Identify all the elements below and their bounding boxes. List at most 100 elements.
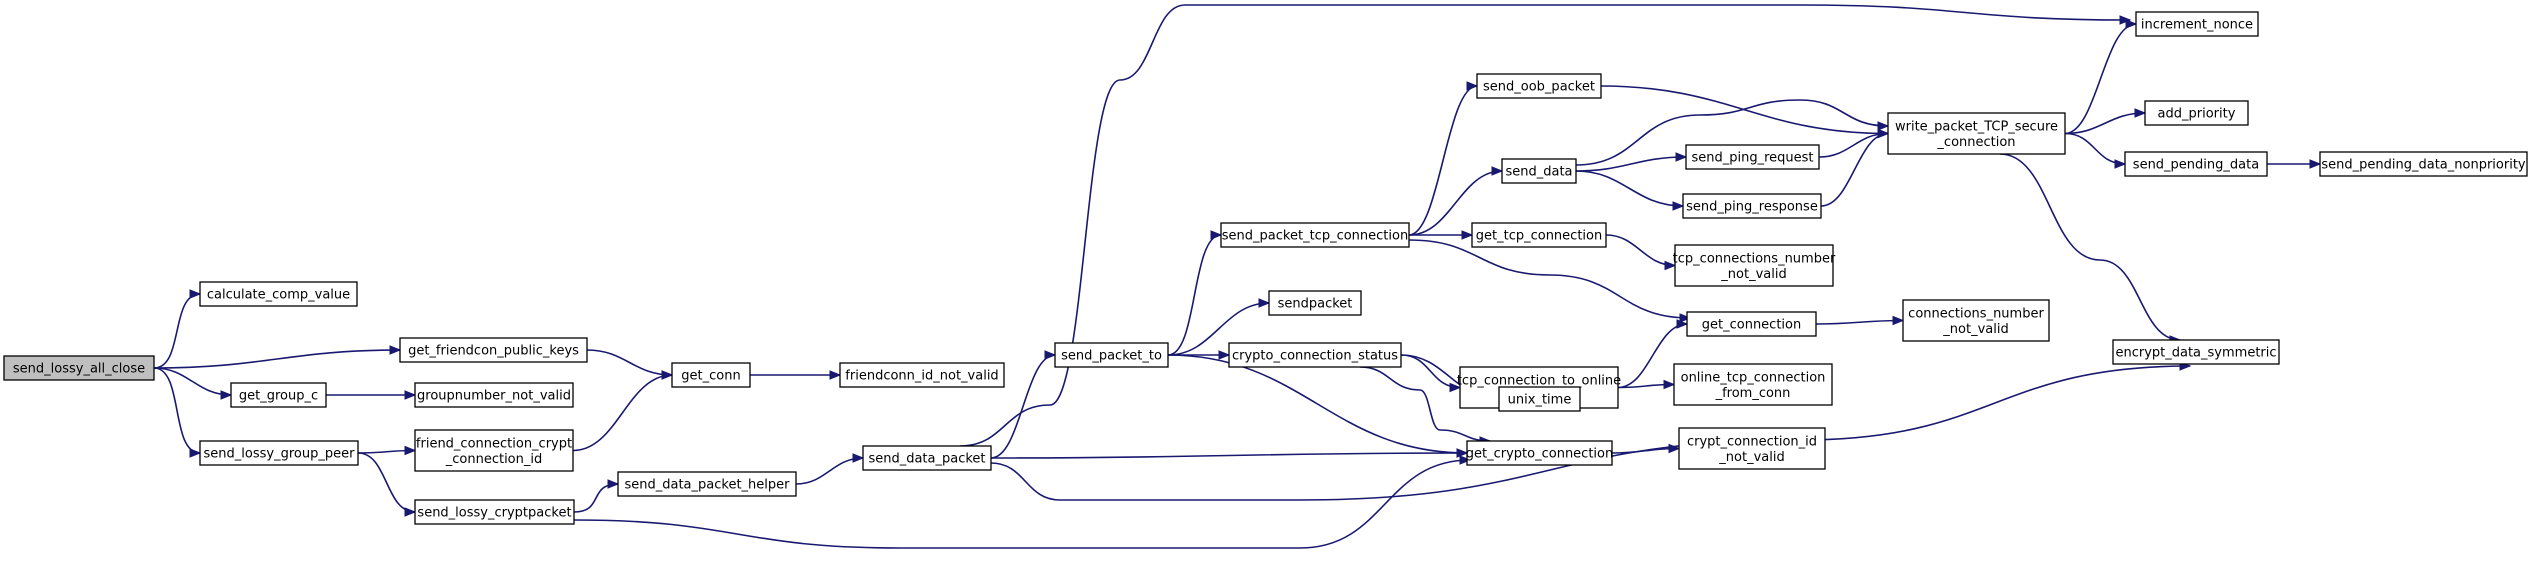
edge-send_lossy_cryptpacket-to-send_data_packet_helper [573,479,620,513]
node-tcp-connections-number-not-valid[interactable]: tcp_connections_number_not_valid [1673,244,1836,287]
edge-send_ping_response-to-write_packet_TCP_secure_connection [1820,128,1890,207]
node-label: send_pending_data [2133,158,2259,173]
node-crypt-connection-id-not-valid[interactable]: crypt_connection_id_not_valid [1678,427,1826,470]
node-label: calculate_comp_value [207,288,350,303]
node-label: send_ping_response [1686,200,1818,215]
node-label: _not_valid [1718,450,1784,465]
node-send-data-packet-helper[interactable]: send_data_packet_helper [617,471,797,497]
edge-get_group_c-to-groupnumber_not_valid [325,390,417,400]
edge-write_packet_TCP_secure_connection-to-send_pending_data [2064,132,2127,169]
edge-get_crypto_connection-to-crypt_connection_id_not_valid [1611,443,1681,454]
node-encrypt-data-symmetric[interactable]: encrypt_data_symmetric [2112,339,2280,365]
node-label: write_packet_TCP_secure [1895,119,2058,134]
node-send-ping-request[interactable]: send_ping_request [1685,144,1820,170]
node-send-ping-response[interactable]: send_ping_response [1682,193,1822,219]
node-send-data-packet[interactable]: send_data_packet [862,445,992,471]
node-send-data[interactable]: send_data [1501,158,1577,184]
edge-write_packet_TCP_secure_connection-to-increment_nonce [2064,19,2138,135]
node-label: sendpacket [1278,297,1353,312]
edge-send_lossy_all_close-to-send_lossy_group_peer [153,367,202,458]
node-label: get_friendcon_public_keys [408,344,579,359]
node-send-lossy-all-close[interactable]: send_lossy_all_close [3,355,155,381]
edge-send_packet_tcp_connection-to-get_connection [1408,239,1692,323]
node-get-crypto-connection[interactable]: get_crypto_connection [1466,440,1613,466]
node-label: encrypt_data_symmetric [2115,346,2276,361]
node-label: get_tcp_connection [1476,229,1602,244]
node-label: friendconn_id_not_valid [845,369,998,384]
edge-crypto_connection_status-to-tcp_connection_to_online_tcp_relays [1400,354,1462,393]
node-label: connections_number [1908,306,2044,321]
node-label: send_packet_to [1061,349,1162,364]
edge-send_lossy_group_peer-to-friend_connection_crypt_connection_id [357,445,417,456]
edge-get_tcp_connection-to-tcp_connections_number_not_valid [1605,234,1677,271]
node-label: send_oob_packet [1483,80,1595,95]
node-label: send_lossy_group_peer [204,447,356,462]
node-send-packet-tcp-connection[interactable]: send_packet_tcp_connection [1220,222,1410,248]
node-groupnumber-not-valid[interactable]: groupnumber_not_valid [414,382,574,408]
node-send-lossy-group-peer[interactable]: send_lossy_group_peer [199,440,359,466]
node-label: increment_nonce [2141,18,2253,33]
edges-layer [153,4,2322,549]
edge-get_conn-to-friendconn_id_not_valid [750,370,842,380]
node-get-friendcon-public-keys[interactable]: get_friendcon_public_keys [399,337,588,363]
node-unix-time[interactable]: unix_time [1498,386,1581,412]
node-label: crypt_connection_id [1687,434,1817,449]
node-send-packet-to[interactable]: send_packet_to [1054,342,1169,368]
edge-tcp_connection_to_online_tcp_relays-to-online_tcp_connection_from_conn [1617,379,1676,390]
edge-send_data_packet_helper-to-send_data_packet [795,453,865,485]
node-label: get_crypto_connection [1466,447,1613,462]
node-label: friend_connection_crypt [416,436,572,451]
node-send-lossy-cryptpacket[interactable]: send_lossy_cryptpacket [414,499,575,525]
node-label: get_group_c [239,389,318,404]
node-label: add_priority [2158,107,2236,122]
node-send-pending-data-nonpriority[interactable]: send_pending_data_nonpriority [2319,151,2528,177]
node-friendconn-id-not-valid[interactable]: friendconn_id_not_valid [839,362,1005,388]
node-online-tcp-connection-from-conn[interactable]: online_tcp_connection_from_conn [1673,363,1833,406]
edge-send_packet_tcp_connection-to-send_data [1408,166,1504,236]
node-send-oob-packet[interactable]: send_oob_packet [1476,73,1602,99]
nodes-layer: send_lossy_all_close calculate_comp_value… [3,11,2528,525]
node-label: send_packet_tcp_connection [1222,229,1408,244]
edge-send_data_packet-to-send_packet_to [990,350,1057,459]
node-send-pending-data[interactable]: send_pending_data [2124,151,2268,177]
node-label: _not_valid [1720,267,1786,282]
node-get-tcp-connection[interactable]: get_tcp_connection [1471,222,1607,248]
node-label: send_pending_data_nonpriority [2321,158,2526,173]
node-label: send_data_packet [868,452,985,467]
node-write-packet-TCP-secure-connection[interactable]: write_packet_TCP_secure_connection [1887,112,2066,155]
edge-send_lossy_all_close-to-get_friendcon_public_keys [153,345,402,369]
node-label: _not_valid [1942,322,2008,337]
node-label: unix_time [1508,393,1572,408]
edge-send_data-to-send_ping_request [1575,152,1688,172]
node-sendpacket[interactable]: sendpacket [1268,290,1362,316]
node-label: tcp_connections_number [1673,251,1836,266]
edge-send_lossy_all_close-to-calculate_comp_value [153,289,202,369]
node-label: send_lossy_cryptpacket [417,506,571,521]
edge-send_lossy_cryptpacket-to-get_crypto_connection [573,455,1472,549]
node-calculate-comp-value[interactable]: calculate_comp_value [199,281,358,307]
node-get-connection[interactable]: get_connection [1686,311,1817,337]
edge-send_data_packet-to-increment_nonce [959,4,2132,447]
edge-write_packet_TCP_secure_connection-to-add_priority [2064,108,2147,135]
node-friend-connection-crypt-connection-id[interactable]: friend_connection_crypt_connection_id [414,429,574,472]
edge-send_packet_to-to-sendpacket [1167,298,1271,356]
edge-send_data-to-write_packet_TCP_secure_connection [1575,99,1890,166]
edge-send_lossy_group_peer-to-send_lossy_cryptpacket [357,452,417,517]
edge-send_lossy_all_close-to-get_group_c [153,367,233,400]
edge-get_friendcon_public_keys-to-get_conn [586,349,674,380]
node-add-priority[interactable]: add_priority [2144,100,2249,126]
node-crypto-connection-status[interactable]: crypto_connection_status [1228,342,1402,368]
node-label: send_data [1505,165,1572,180]
node-connections-number-not-valid[interactable]: connections_number_not_valid [1902,299,2050,342]
edge-send_pending_data-to-send_pending_data_nonpriority [2267,159,2322,169]
node-get-group-c[interactable]: get_group_c [230,382,327,408]
node-label: send_data_packet_helper [624,478,790,493]
node-get-conn[interactable]: get_conn [671,362,751,388]
edge-send_packet_tcp_connection-to-send_oob_packet [1408,81,1479,236]
edge-friend_connection_crypt_connection_id-to-get_conn [572,370,674,452]
edge-send_packet_tcp_connection-to-get_tcp_connection [1409,230,1474,240]
node-increment-nonce[interactable]: increment_nonce [2135,11,2259,37]
edge-get_connection-to-connections_number_not_valid [1815,315,1905,326]
edge-tcp_connection_to_online_tcp_relays-to-get_connection [1617,319,1689,389]
